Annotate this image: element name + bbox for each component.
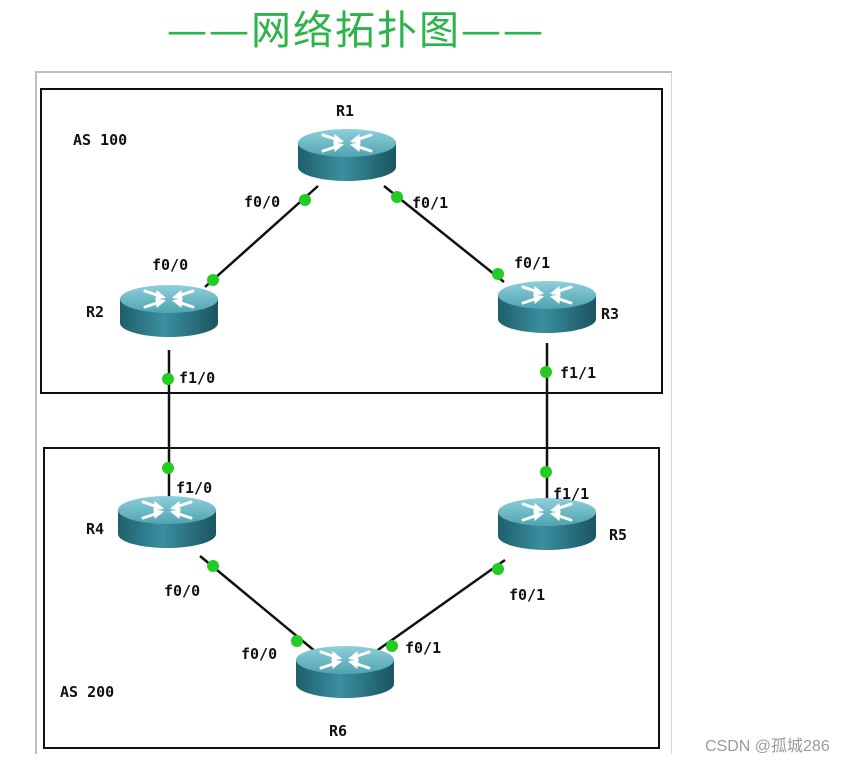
router-r3-icon[interactable] — [496, 279, 598, 335]
as200-box — [43, 447, 660, 749]
iface-r2-f10: f1/0 — [179, 369, 215, 387]
router-r2-icon[interactable] — [118, 283, 220, 339]
iface-r2-f00: f0/0 — [152, 256, 188, 274]
watermark: CSDN @孤城286 — [705, 738, 830, 755]
router-r4-icon[interactable] — [116, 494, 218, 550]
iface-r4-f00: f0/0 — [164, 582, 200, 600]
iface-r3-f01: f0/1 — [514, 254, 550, 272]
router-r1-icon[interactable] — [296, 127, 398, 183]
link-r1-r2 — [204, 185, 319, 288]
link-r1-r3 — [383, 185, 505, 283]
port-dot-r3-f01 — [492, 268, 504, 280]
port-dot-r5-f01 — [492, 563, 504, 575]
router-r6-icon[interactable] — [294, 644, 396, 700]
router-r6-label: R6 — [329, 722, 347, 740]
diagram-title: ——网络拓扑图—— — [167, 8, 545, 54]
as100-label: AS 100 — [73, 131, 127, 149]
port-dot-r1-f01 — [391, 191, 403, 203]
as200-label: AS 200 — [60, 683, 114, 701]
iface-r5-f01: f0/1 — [509, 586, 545, 604]
iface-r1-f01: f0/1 — [412, 194, 448, 212]
iface-r5-f11: f1/1 — [553, 485, 589, 503]
iface-r1-f00: f0/0 — [244, 193, 280, 211]
port-dot-r3-f11 — [540, 366, 552, 378]
router-r2-label: R2 — [86, 303, 104, 321]
port-dot-r4-f10 — [162, 462, 174, 474]
router-r4-label: R4 — [86, 520, 104, 538]
port-dot-r2-f00 — [207, 274, 219, 286]
as100-box — [40, 88, 663, 394]
iface-r6-f01: f0/1 — [405, 639, 441, 657]
iface-r4-f10: f1/0 — [176, 479, 212, 497]
iface-r3-f11: f1/1 — [560, 364, 596, 382]
iface-r6-f00: f0/0 — [241, 645, 277, 663]
port-dot-r6-f00 — [291, 635, 303, 647]
diagram-frame — [35, 71, 672, 754]
link-r5-r6 — [374, 558, 506, 654]
router-r5-icon[interactable] — [496, 496, 598, 552]
port-dot-r1-f00 — [299, 194, 311, 206]
port-dot-r5-f11 — [540, 466, 552, 478]
port-dot-r6-f01 — [386, 640, 398, 652]
port-dot-r2-f10 — [162, 373, 174, 385]
router-r1-label: R1 — [336, 102, 354, 120]
router-r3-label: R3 — [601, 305, 619, 323]
port-dot-r4-f00 — [207, 560, 219, 572]
router-r5-label: R5 — [609, 526, 627, 544]
